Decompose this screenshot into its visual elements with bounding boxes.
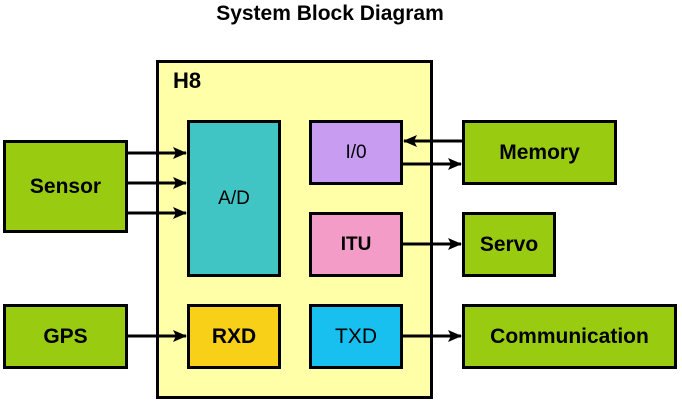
ad-label: A/D	[218, 187, 250, 209]
servo-label: Servo	[479, 232, 539, 256]
sensor-block: Sensor	[3, 140, 128, 233]
ad-block: A/D	[187, 120, 281, 277]
itu-label: ITU	[340, 233, 372, 255]
diagram-title: System Block Diagram	[216, 2, 444, 25]
io-label: I/0	[345, 141, 367, 163]
h8-label: H8	[173, 68, 202, 93]
io-block: I/0	[309, 120, 403, 185]
itu-block: ITU	[309, 212, 403, 277]
txd-block: TXD	[309, 304, 403, 369]
sensor-label: Sensor	[29, 174, 102, 198]
memory-label: Memory	[499, 140, 580, 164]
communication-block: Communication	[462, 304, 677, 369]
rxd-block: RXD	[187, 304, 281, 369]
memory-block: Memory	[462, 120, 617, 185]
gps-block: GPS	[3, 304, 128, 369]
gps-label: GPS	[43, 324, 88, 348]
communication-label: Communication	[490, 324, 649, 348]
servo-block: Servo	[462, 212, 556, 277]
txd-label: TXD	[335, 324, 377, 348]
rxd-label: RXD	[211, 324, 257, 348]
